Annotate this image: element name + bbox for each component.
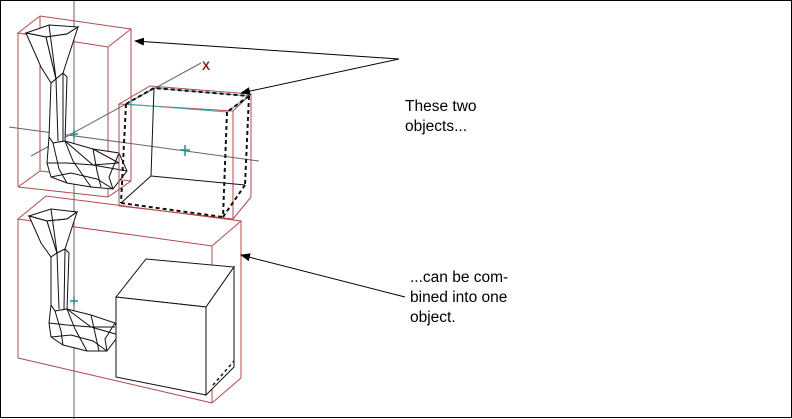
top-horizontal-axis-line [8, 126, 260, 162]
callout-line: ...can be com- [410, 269, 509, 286]
pivot-marker-boot-bottom [70, 297, 78, 305]
callout-text-after: ...can be com- bined into one object. [410, 268, 508, 328]
callout-text-before: These two objects... [405, 97, 477, 137]
boot-wireframe-bottom[interactable] [27, 208, 120, 352]
callout-line: object. [410, 309, 456, 326]
callout-line: bined into one [410, 289, 508, 306]
callout-line: These two [405, 98, 477, 115]
pivot-marker-boot-top [70, 130, 78, 138]
arrow-to-combined-box [240, 253, 406, 298]
callout-line: objects... [405, 118, 468, 135]
cube-selected-top[interactable] [120, 86, 251, 218]
panel-after [16, 195, 243, 404]
arrow-to-cube [240, 58, 400, 96]
cube-combined[interactable] [115, 258, 235, 397]
callout-arrows [134, 37, 406, 298]
x-axis-label: X [202, 59, 211, 73]
arrow-to-boot-box [134, 37, 400, 60]
boot-wireframe-top[interactable] [24, 24, 128, 190]
pivot-marker-cube [180, 145, 190, 156]
